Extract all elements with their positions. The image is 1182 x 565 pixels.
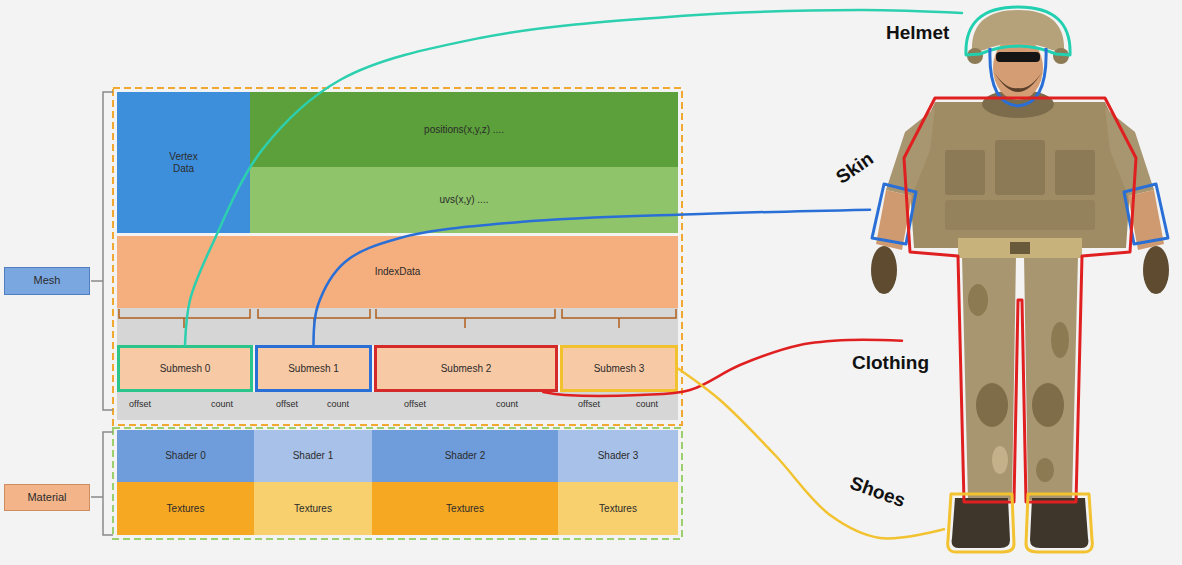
belt-buckle (1010, 242, 1030, 254)
knee-pad (976, 383, 1008, 427)
box-text: Material (27, 491, 66, 504)
part-outline (944, 492, 1096, 554)
uvs-block: uvs(x,y) .... (250, 167, 678, 233)
shoes-region: Shoes (944, 492, 1096, 554)
right-leg (1024, 255, 1078, 500)
beard (994, 72, 1042, 92)
box-text: Submesh 1 (288, 363, 339, 375)
camo-spot (1036, 458, 1054, 482)
leader-curve (543, 340, 902, 396)
material-label-box: Material (4, 484, 90, 511)
vest-pouch (995, 140, 1045, 195)
left-boot (952, 498, 1010, 548)
positions-block: positions(x,y,z) .... (250, 92, 678, 167)
field-label: count (617, 398, 677, 410)
submesh-box: Submesh 2 (374, 345, 558, 392)
box-text: Shader 0 (165, 450, 206, 462)
sunglasses (996, 52, 1040, 62)
box-text: Submesh 2 (441, 363, 492, 375)
vest-pouch (945, 200, 1095, 230)
field-label: count (192, 398, 252, 410)
field-label: offset (559, 398, 619, 410)
leader-curve (678, 369, 944, 539)
field-label: count (477, 398, 537, 410)
leader-curve (313, 210, 870, 345)
clothing-region: Clothing (902, 96, 1138, 504)
box-text: Textures (446, 503, 484, 515)
box-text: Textures (599, 503, 637, 515)
part-outline-path (948, 494, 1014, 552)
vertex-data-block: Vertex Data (117, 92, 250, 233)
shader-box: Shader 1 (254, 430, 372, 482)
part-label: Skin (832, 148, 878, 190)
part-label: Shoes (847, 472, 908, 513)
part-label: Clothing (852, 352, 929, 375)
textures-box: Textures (117, 482, 254, 535)
field-label: offset (110, 398, 170, 410)
shader-box: Shader 0 (117, 430, 254, 482)
knee-pad (1032, 383, 1064, 427)
box-text: Vertex Data (161, 151, 207, 175)
part-outline-path (904, 98, 1136, 502)
box-text: positions(x,y,z) .... (424, 124, 504, 136)
left-leg (962, 255, 1016, 500)
soldier-figure (871, 10, 1169, 548)
textures-box: Textures (254, 482, 372, 535)
box-text: uvs(x,y) .... (440, 194, 489, 206)
box-text: Shader 2 (445, 450, 486, 462)
mesh-brace (91, 92, 113, 410)
part-outline (902, 96, 1138, 504)
belt (958, 238, 1082, 258)
shader-box: Shader 3 (558, 430, 678, 482)
right-upper-arm (1105, 108, 1154, 196)
part-outline-path (1026, 494, 1092, 552)
box-text: Submesh 0 (160, 363, 211, 375)
mesh-region (113, 88, 682, 425)
part-outline (870, 44, 1170, 246)
left-glove (871, 246, 897, 294)
field-label: offset (257, 398, 317, 410)
vest-pouch (945, 150, 985, 195)
left-upper-arm (886, 108, 935, 196)
submesh-box: Submesh 1 (255, 345, 372, 392)
right-boot (1030, 498, 1088, 548)
camo-spot (992, 446, 1008, 474)
part-outline (962, 5, 1074, 58)
box-text: Mesh (34, 274, 61, 287)
submesh-box: Submesh 3 (560, 345, 678, 392)
box-text: Shader 3 (598, 450, 639, 462)
textures-box: Textures (558, 482, 678, 535)
shader-box: Shader 2 (372, 430, 558, 482)
index-range-bracket (119, 309, 676, 328)
field-label: count (308, 398, 368, 410)
textures-box: Textures (372, 482, 558, 535)
box-text: Submesh 3 (594, 363, 645, 375)
vest-pouch (1055, 150, 1095, 195)
offset-count-band (117, 392, 678, 420)
helmet-region: Helmet (962, 5, 1074, 58)
right-glove (1143, 246, 1169, 294)
torso (908, 102, 1132, 248)
box-text: IndexData (375, 266, 421, 278)
camo-spot (968, 284, 988, 316)
camo-spot (1051, 322, 1069, 358)
gap-band (117, 308, 678, 345)
field-label: offset (385, 398, 445, 410)
material-region (113, 428, 682, 539)
submesh-box: Submesh 0 (117, 345, 253, 392)
box-text: Shader 1 (293, 450, 334, 462)
index-data-block: IndexData (117, 236, 678, 308)
material-brace (91, 432, 113, 535)
box-text: Textures (294, 503, 332, 515)
part-label: Helmet (886, 22, 949, 45)
leader-curve (185, 10, 962, 345)
box-text: Textures (167, 503, 205, 515)
part-outline-path (966, 7, 1070, 55)
skin-region: Skin (870, 44, 1170, 246)
mesh-label-box: Mesh (4, 267, 90, 295)
